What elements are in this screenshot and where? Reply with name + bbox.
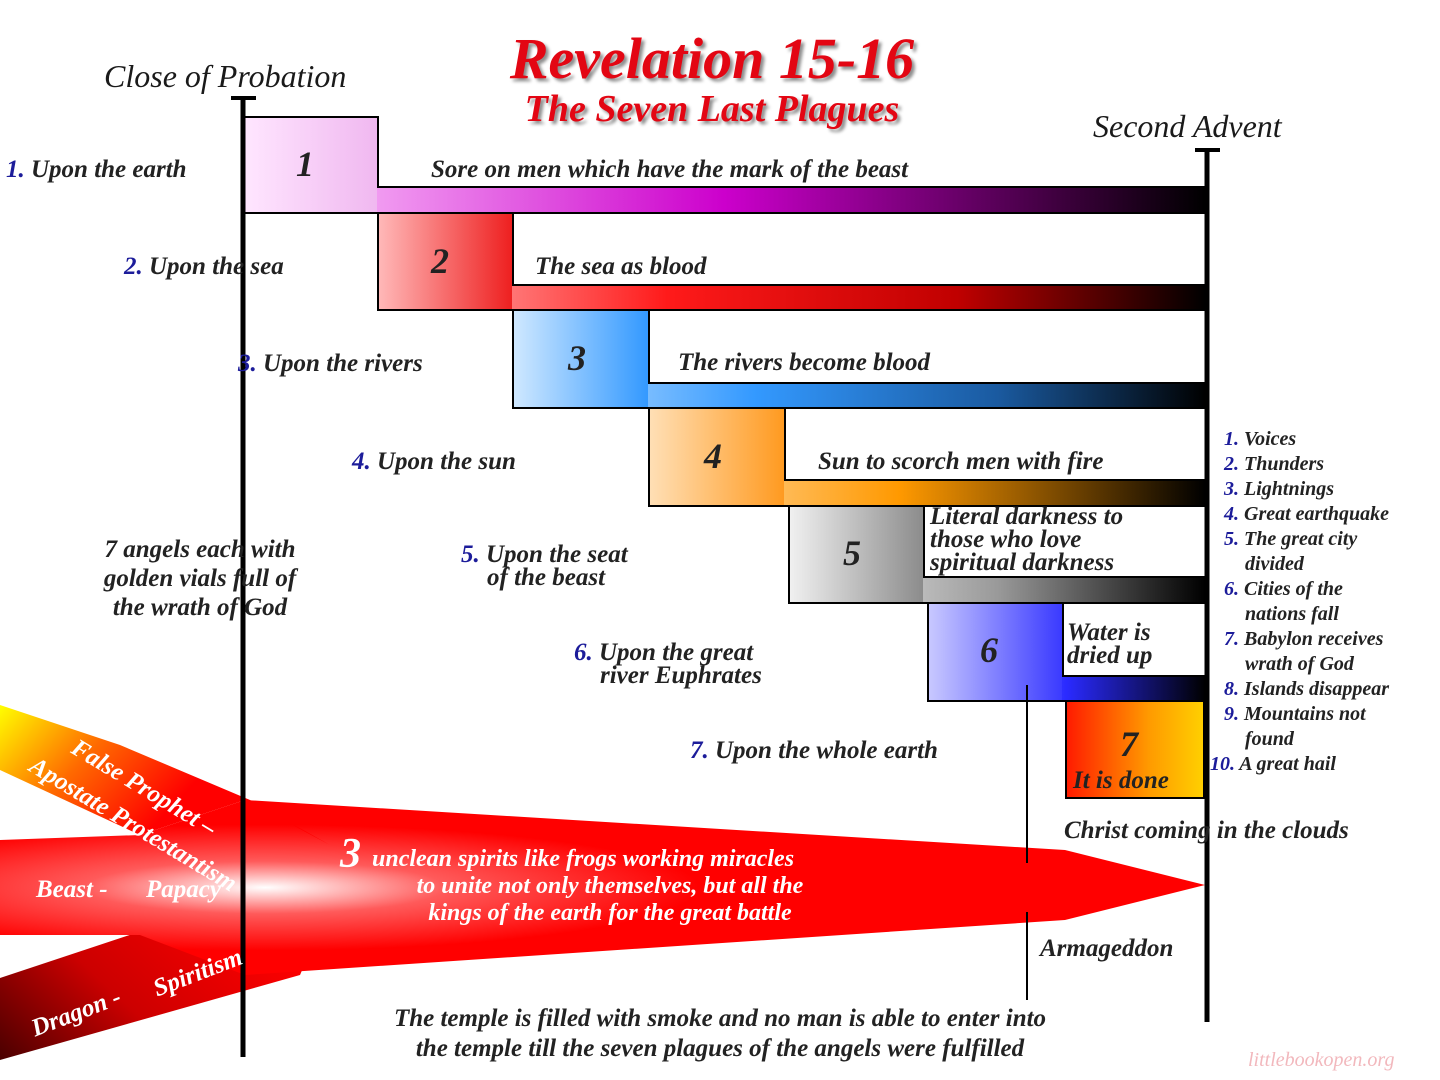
plague-4-box <box>650 409 784 505</box>
timelines <box>231 96 1220 1057</box>
second-advent-label: Second Advent <box>1093 108 1282 144</box>
plague-4-description: Sun to scorch men with fire <box>818 448 1104 475</box>
event-item: 8. Islands disappear <box>1224 678 1390 700</box>
false-prophet-arrow <box>0 705 330 845</box>
plague-7-number: 7 <box>1120 724 1138 764</box>
plague-6-number: 6 <box>980 630 998 670</box>
plague-3-description: The rivers become blood <box>678 349 931 376</box>
event-item: 2. Thunders <box>1224 453 1325 475</box>
plague-3-target: 3. Upon the rivers <box>238 350 423 377</box>
event-item: 3. Lightnings <box>1224 478 1335 500</box>
plague-6-box <box>929 604 1062 700</box>
plague-1-description: Sore on men which have the mark of the b… <box>431 156 909 183</box>
plague-2-target: 2. Upon the sea <box>124 253 284 280</box>
armageddon-label: Armageddon <box>1040 935 1174 962</box>
event-item: 10. A great hail <box>1210 753 1336 775</box>
plague-3-number: 3 <box>568 338 586 378</box>
plague-2-number: 2 <box>431 241 449 281</box>
page-title: Revelation 15-16 <box>509 26 915 91</box>
christ-coming-label: Christ coming in the clouds <box>1064 817 1349 844</box>
plague-7-box <box>1065 700 1205 799</box>
plague-4-target: 4. Upon the sun <box>352 448 516 475</box>
plague-2-box <box>379 214 512 309</box>
plague-7-description: It is done <box>1073 767 1169 794</box>
plague-5-box <box>790 507 923 602</box>
plague-7-target: 7. Upon the whole earth <box>690 737 938 764</box>
plague-2-description: The sea as blood <box>535 253 707 280</box>
event-item: 1. Voices <box>1224 428 1297 450</box>
papacy-label: Papacy <box>146 876 221 903</box>
plague-5-number: 5 <box>843 533 861 573</box>
main-arrow <box>0 800 1205 975</box>
powers-arrows <box>0 705 1205 1060</box>
plague-1-number: 1 <box>296 144 314 184</box>
close-of-probation-label: Close of Probation <box>104 58 347 94</box>
seventh-plague-events: 1. Voices 2. Thunders 3. Lightnings 4. G… <box>1210 427 1390 777</box>
plague-1-target: 1. Upon the earth <box>6 156 187 183</box>
temple-note: The temple is filled with smoke and no m… <box>393 1005 1047 1062</box>
plague-3-box <box>514 311 648 407</box>
beast-label: Beast - <box>36 876 108 903</box>
spirits-number: 3 <box>340 831 361 877</box>
plague-bars <box>242 116 1206 799</box>
watermark: littlebookopen.org <box>1248 1049 1395 1071</box>
spirits-line-3: kings of the earth for the great battle <box>428 900 792 926</box>
spirits-line-2: to unite not only themselves, but all th… <box>416 873 804 899</box>
spirits-line-1: unclean spirits like frogs working mirac… <box>372 846 795 872</box>
page-subtitle: The Seven Last Plagues <box>524 88 900 130</box>
plague-4-number: 4 <box>704 436 722 476</box>
event-item: 4. Great earthquake <box>1224 503 1389 525</box>
plague-1-box <box>244 118 377 212</box>
